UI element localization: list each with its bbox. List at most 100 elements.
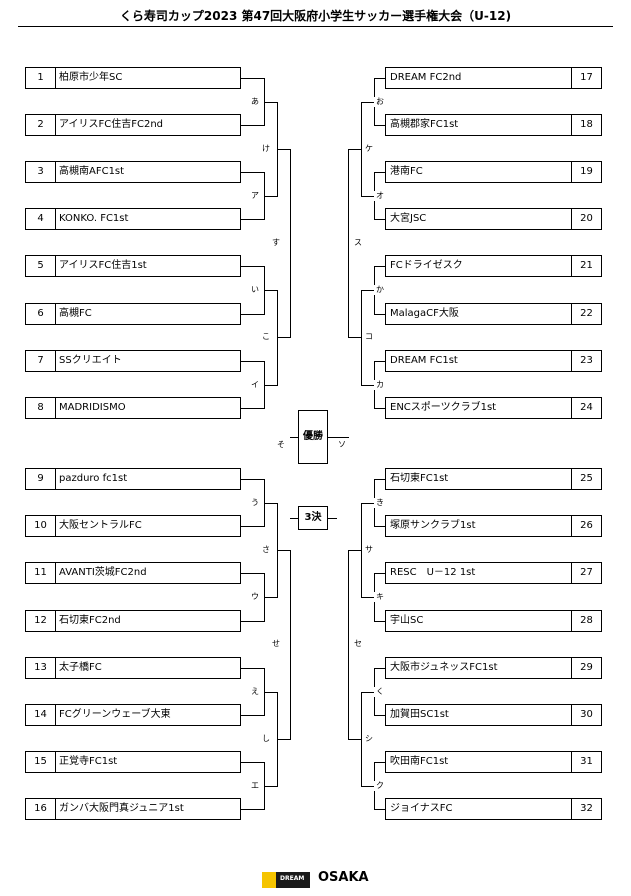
team-number: 26	[571, 516, 601, 536]
team-number: 29	[571, 658, 601, 678]
team-name: MalagaCF大阪	[390, 308, 459, 319]
bracket-line	[361, 384, 375, 386]
bracket-line	[264, 785, 278, 787]
bracket-line	[241, 314, 265, 315]
team-name: ガンバ大阪門真ジュニア1st	[59, 803, 184, 814]
team-number: 1	[26, 68, 56, 88]
match-label: お	[374, 96, 386, 107]
team-name: ENCスポーツクラブ1st	[390, 402, 497, 413]
bracket-line	[328, 518, 337, 519]
team-name: RESC U－12 1st	[390, 567, 476, 578]
team-number: 5	[26, 256, 56, 276]
bracket-line	[374, 809, 386, 810]
team-number: 31	[571, 752, 601, 772]
team-box: 大阪市ジュネッスFC1st 29	[385, 657, 602, 679]
team-name: 加賀田SC1st	[390, 709, 449, 720]
team-box: 宇山SC 28	[385, 610, 602, 632]
bracket-line	[374, 266, 386, 267]
bracket-line	[241, 219, 265, 220]
team-name: FCドライゼスク	[390, 260, 463, 271]
team-name: 大阪市ジュネッスFC1st	[390, 662, 498, 673]
bracket-line	[277, 738, 291, 740]
team-number: 25	[571, 469, 601, 489]
team-name: 正覚寺FC1st	[59, 756, 118, 767]
team-number: 11	[26, 563, 56, 583]
match-label: ク	[374, 780, 386, 791]
match-label: す	[270, 237, 282, 248]
bracket-line	[241, 479, 265, 480]
match-label: ス	[352, 237, 364, 248]
team-name: 石切東FC2nd	[59, 615, 121, 626]
bracket-line	[241, 125, 265, 126]
match-label: こ	[260, 332, 272, 343]
team-number: 30	[571, 705, 601, 725]
match-label: か	[374, 285, 386, 295]
bracket-line	[348, 148, 349, 339]
match-label: オ	[374, 190, 386, 201]
team-number: 17	[571, 68, 601, 88]
team-name: AVANTI茨城FC2nd	[59, 567, 147, 578]
bracket-line	[241, 361, 265, 362]
bracket-line	[290, 518, 299, 519]
match-label: し	[260, 733, 272, 744]
team-number: 2	[26, 115, 56, 135]
team-number: 18	[571, 115, 601, 135]
match-label: く	[374, 686, 386, 697]
team-number: 22	[571, 304, 601, 324]
team-name: 高槻FC	[59, 308, 92, 319]
bracket-line	[348, 337, 362, 339]
bracket-line	[241, 621, 265, 622]
team-name: MADRIDISMO	[59, 402, 126, 413]
bracket-line	[374, 526, 386, 527]
bracket-line	[374, 78, 386, 79]
third-place-label: 3決	[304, 512, 322, 523]
match-label: ウ	[249, 592, 261, 602]
bracket-line	[241, 266, 265, 267]
match-label: セ	[352, 639, 364, 650]
team-number: 28	[571, 611, 601, 631]
bracket-line	[264, 101, 278, 103]
bracket-line	[241, 668, 265, 669]
team-name: pazduro fc1st	[59, 473, 128, 484]
team-box: 加賀田SC1st 30	[385, 704, 602, 726]
team-box: MalagaCF大阪 22	[385, 303, 602, 325]
bracket-line	[374, 314, 386, 315]
match-label: イ	[249, 379, 261, 390]
team-name: 宇山SC	[390, 615, 424, 626]
team-name: KONKO. FC1st	[59, 213, 129, 224]
bracket-line	[290, 437, 299, 438]
bracket-line	[241, 715, 265, 716]
bracket-line	[241, 408, 265, 409]
osaka-fa-logo-text: OSAKA	[318, 870, 369, 885]
match-label: サ	[363, 544, 375, 555]
team-name: 柏原市少年SC	[59, 72, 123, 83]
bracket-line	[374, 479, 386, 480]
final-box: 優勝	[298, 410, 328, 464]
bracket-line	[264, 691, 278, 693]
team-name: アイリスFC住吉1st	[59, 260, 147, 271]
match-label: カ	[374, 379, 386, 390]
team-number: 32	[571, 799, 601, 819]
bracket-line	[361, 195, 375, 197]
team-name: 大宮JSC	[390, 213, 427, 224]
bracket-line	[361, 290, 375, 291]
osaka-fa-logo: OSAKA	[318, 870, 369, 885]
team-number: 13	[26, 658, 56, 678]
bracket-line	[361, 785, 375, 787]
